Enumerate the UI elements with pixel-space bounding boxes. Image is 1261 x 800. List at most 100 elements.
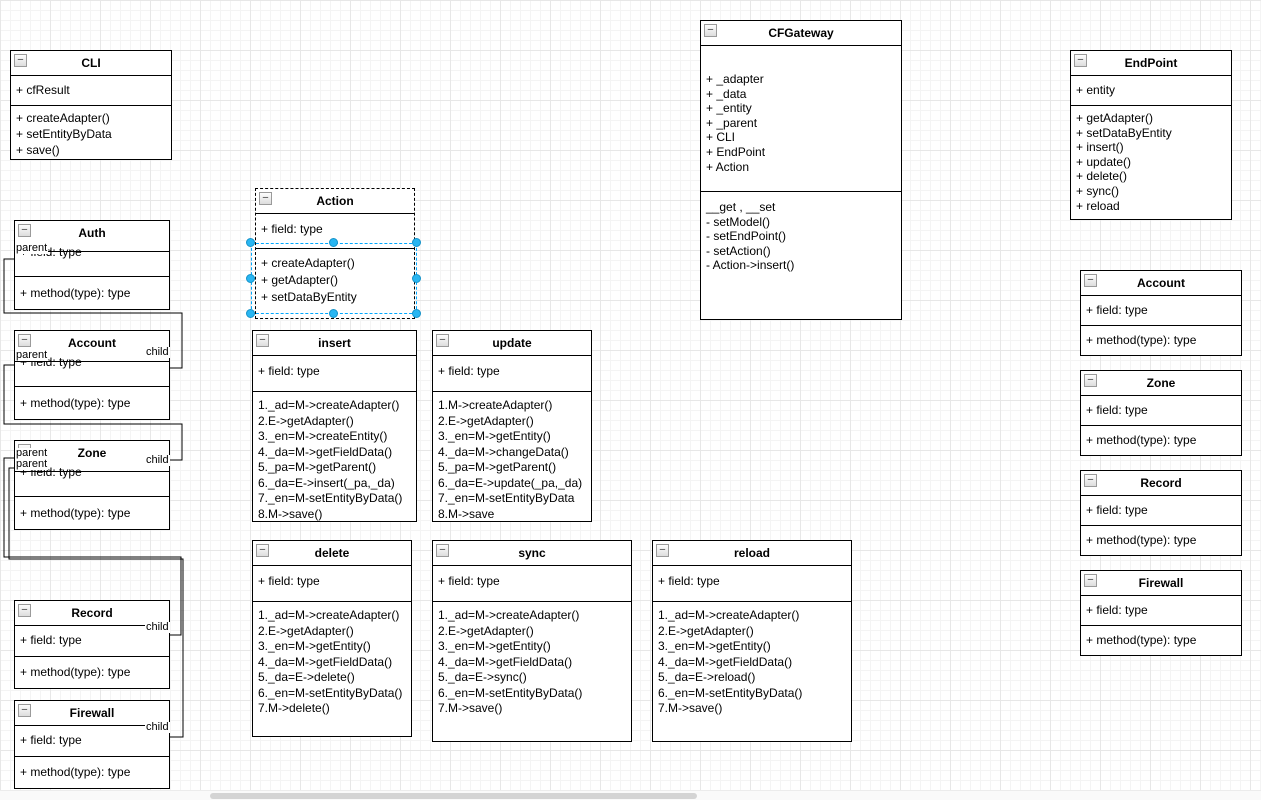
class-zone-right[interactable]: −Zone+ field: type+ method(type): type — [1080, 370, 1242, 456]
delete-methods-section: 1._ad=M->createAdapter()2.E->getAdapter(… — [253, 601, 411, 736]
collapse-icon[interactable]: − — [256, 544, 269, 557]
selection-handle[interactable] — [246, 273, 255, 283]
class-account-right[interactable]: − Account + field: type + method(type): typ… — [1080, 270, 1242, 356]
edge-label-parent: parent — [15, 458, 49, 470]
class-firewall-right[interactable]: −Firewall+ field: type+ method(type): ty… — [1080, 570, 1242, 656]
selection-handle[interactable] — [412, 238, 421, 247]
collapse-icon[interactable]: − — [18, 224, 31, 237]
class-cli[interactable]: −CLI+ cfResult+ createAdapter()+ setEnti… — [10, 50, 172, 160]
method-row: 6._en=M-setEntityByData() — [658, 685, 803, 700]
method-row: + setEntityByData — [16, 127, 112, 141]
field-row: + field: type — [438, 364, 500, 378]
sync-fields-section: + field: type — [433, 565, 631, 601]
class-title-bar: −Zone — [1081, 371, 1241, 395]
selection-handle[interactable] — [246, 238, 255, 247]
class-firewall-left[interactable]: −Firewall+ field: type+ method(type): ty… — [14, 700, 170, 789]
zone-right-methods-section: + method(type): type — [1081, 425, 1241, 455]
collapse-icon[interactable]: − — [18, 704, 31, 717]
class-record-right[interactable]: −Record+ field: type+ method(type): type — [1080, 470, 1242, 556]
edge-label-parent: parent — [15, 242, 49, 254]
scrollbar-thumb[interactable] — [210, 793, 697, 799]
collapse-icon[interactable]: − — [436, 544, 449, 557]
class-name: Action — [316, 194, 354, 208]
cfgateway-methods-section: __get , __set- setModel()- setEndPoint()… — [701, 191, 901, 319]
class-cfgateway[interactable]: −CFGateway+ _adapter+ _data+ _entity+ _p… — [700, 20, 902, 320]
class-endpoint[interactable]: −EndPoint+ entity+ getAdapter()+ setData… — [1070, 50, 1232, 220]
class-name: CLI — [81, 56, 101, 70]
method-row: 2.E->getAdapter() — [438, 623, 534, 638]
cli-fields-section: + cfResult — [11, 75, 171, 105]
collapse-icon[interactable]: − — [704, 24, 717, 37]
method-row: 3._en=M->getEntity() — [438, 429, 551, 443]
class-name: Firewall — [69, 706, 115, 720]
field-row: + Action — [706, 159, 750, 174]
class-account-left[interactable]: − Account + field: type+ method(type): typ… — [14, 330, 170, 420]
cfgateway-fields-section: + _adapter+ _data+ _entity+ _parent+ CLI… — [701, 45, 901, 191]
class-name: insert — [318, 336, 351, 350]
collapse-icon[interactable]: − — [1084, 374, 1097, 387]
connector-edge[interactable] — [3, 258, 183, 369]
horizontal-scrollbar[interactable] — [0, 790, 1261, 800]
collapse-icon[interactable]: − — [18, 604, 31, 617]
selection-handle[interactable] — [329, 238, 338, 247]
class-name: Account — [1137, 276, 1185, 290]
auth-fields-section: + field: type — [15, 245, 169, 276]
account-left-fields-section: + field: type — [15, 355, 169, 386]
method-row: 4._da=M->changeData() — [438, 444, 569, 459]
collapse-icon[interactable]: − — [1074, 54, 1087, 67]
collapse-icon[interactable]: − — [436, 334, 449, 347]
collapse-icon[interactable]: − — [1084, 474, 1097, 487]
collapse-icon[interactable]: − — [656, 544, 669, 557]
method-row: 1._ad=M->createAdapter() — [438, 608, 580, 622]
collapse-icon[interactable]: − — [259, 192, 272, 205]
field-row: + entity — [1076, 83, 1116, 97]
method-row: + method(type): type — [1086, 333, 1197, 347]
collapse-icon[interactable]: − — [1084, 274, 1097, 287]
class-name: Account — [68, 336, 116, 350]
class-auth[interactable]: − Auth + field: type + method(type): type — [14, 220, 170, 310]
connector-edge[interactable] — [3, 457, 182, 636]
class-name: Auth — [78, 226, 106, 240]
collapse-icon[interactable]: − — [1084, 574, 1097, 587]
collapse-icon[interactable]: − — [18, 334, 31, 347]
account-right-fields-section: + field: type — [1081, 295, 1241, 325]
auth-methods-section: + method(type): type — [15, 276, 169, 309]
method-row: + method(type): type — [20, 286, 131, 300]
field-row: + field: type — [1086, 503, 1148, 517]
collapse-icon[interactable]: − — [14, 54, 27, 67]
class-name: sync — [518, 546, 546, 560]
class-record-left[interactable]: −Record+ field: type+ method(type): type — [14, 600, 170, 689]
field-row: + _adapter — [706, 72, 764, 86]
field-row: + _parent — [706, 115, 758, 130]
sync-methods-section: 1._ad=M->createAdapter()2.E->getAdapter(… — [433, 601, 631, 741]
selection-handle[interactable] — [412, 273, 421, 283]
method-row: 1._ad=M->createAdapter() — [258, 608, 400, 622]
zone-left-fields-section: + field: type — [15, 465, 169, 496]
class-title-bar: − Account — [1081, 271, 1241, 295]
collapse-icon[interactable]: − — [256, 334, 269, 347]
method-row: 5._da=E->delete() — [258, 670, 355, 684]
selection-handle[interactable] — [412, 309, 421, 318]
connector-edge[interactable] — [3, 364, 183, 461]
method-row: + setDataByEntity — [1076, 125, 1172, 140]
class-name: Firewall — [1138, 576, 1184, 590]
class-name: update — [492, 336, 532, 350]
account-left-methods-section: + method(type): type — [15, 386, 169, 419]
selection-handle[interactable] — [329, 309, 338, 318]
class-title-bar: − CLI — [11, 51, 171, 75]
method-row: 8.M->save() — [258, 506, 323, 521]
class-title-bar: − update — [433, 331, 591, 355]
selection-handle[interactable] — [246, 309, 255, 318]
update-fields-section: + field: type — [433, 355, 591, 391]
connector-edge[interactable] — [8, 467, 184, 738]
action-fields-section: + field: type — [256, 213, 414, 248]
class-action[interactable]: −Action+ field: type+ createAdapter()+ g… — [255, 188, 415, 319]
method-row: + createAdapter() — [261, 256, 355, 270]
